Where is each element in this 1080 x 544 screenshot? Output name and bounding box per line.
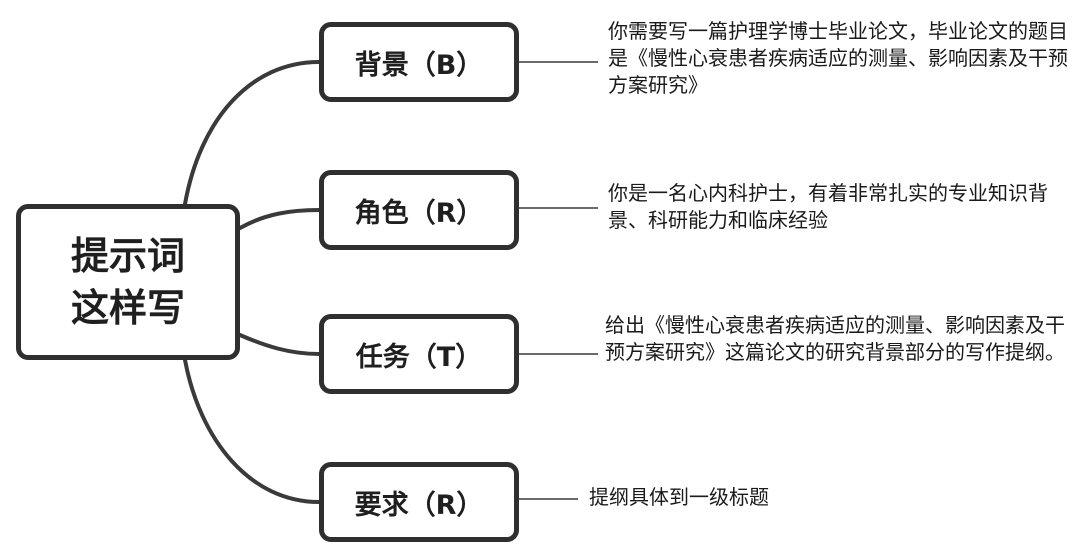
branch-node-requirement: 要求（R） [319,462,519,542]
description-requirement: 提纲具体到一级标题 [589,485,769,509]
branch-label: 要求（R） [354,489,484,521]
connector-root-to-background [183,60,321,206]
description-background: 你需要写一篇护理学博士毕业论文，毕业论文的题目是《慢性心衰患者疾病适应的测量、影… [608,19,1068,97]
root-label-line1: 提示词 [70,234,185,278]
connector-root-to-requirement [183,358,321,504]
branch-label: 任务（T） [355,341,483,373]
root-node: 提示词 这样写 [16,204,240,360]
branch-label: 背景（B） [354,49,484,81]
connector-root-to-role [238,208,321,230]
root-label-line2: 这样写 [70,286,185,330]
branch-node-role: 角色（R） [319,170,519,250]
branch-node-background: 背景（B） [319,22,519,102]
description-role: 你是一名心内科护士，有着非常扎实的专业知识背景、科研能力和临床经验 [608,181,1048,232]
branch-label: 角色（R） [354,197,484,229]
description-task: 给出《慢性心衰患者疾病适应的测量、影响因素及干预方案研究》这篇论文的研究背景部分… [605,313,1065,364]
branch-node-task: 任务（T） [319,314,519,394]
connector-root-to-task [238,333,321,356]
